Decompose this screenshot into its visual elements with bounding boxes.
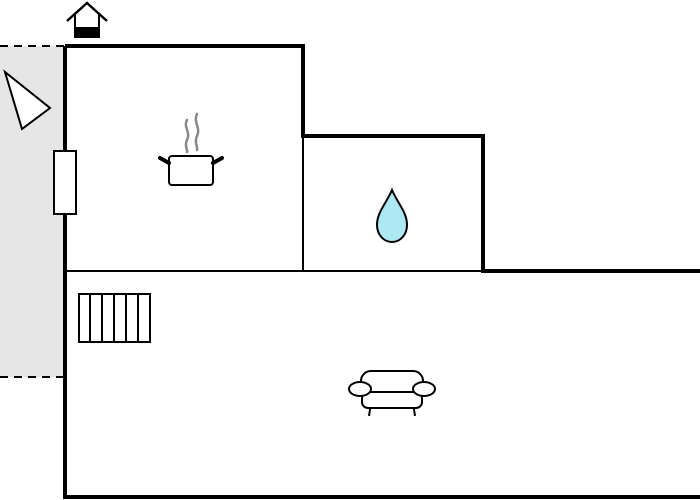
sofa-icon	[348, 370, 436, 417]
cooking-pot-icon	[158, 112, 224, 186]
north-arrow-icon	[3, 69, 52, 131]
stairs-icon	[78, 293, 151, 343]
water-drop-icon	[375, 187, 409, 244]
house-entrance-icon	[66, 1, 108, 38]
terrace-boundary	[0, 45, 65, 378]
window-icon	[53, 150, 77, 215]
